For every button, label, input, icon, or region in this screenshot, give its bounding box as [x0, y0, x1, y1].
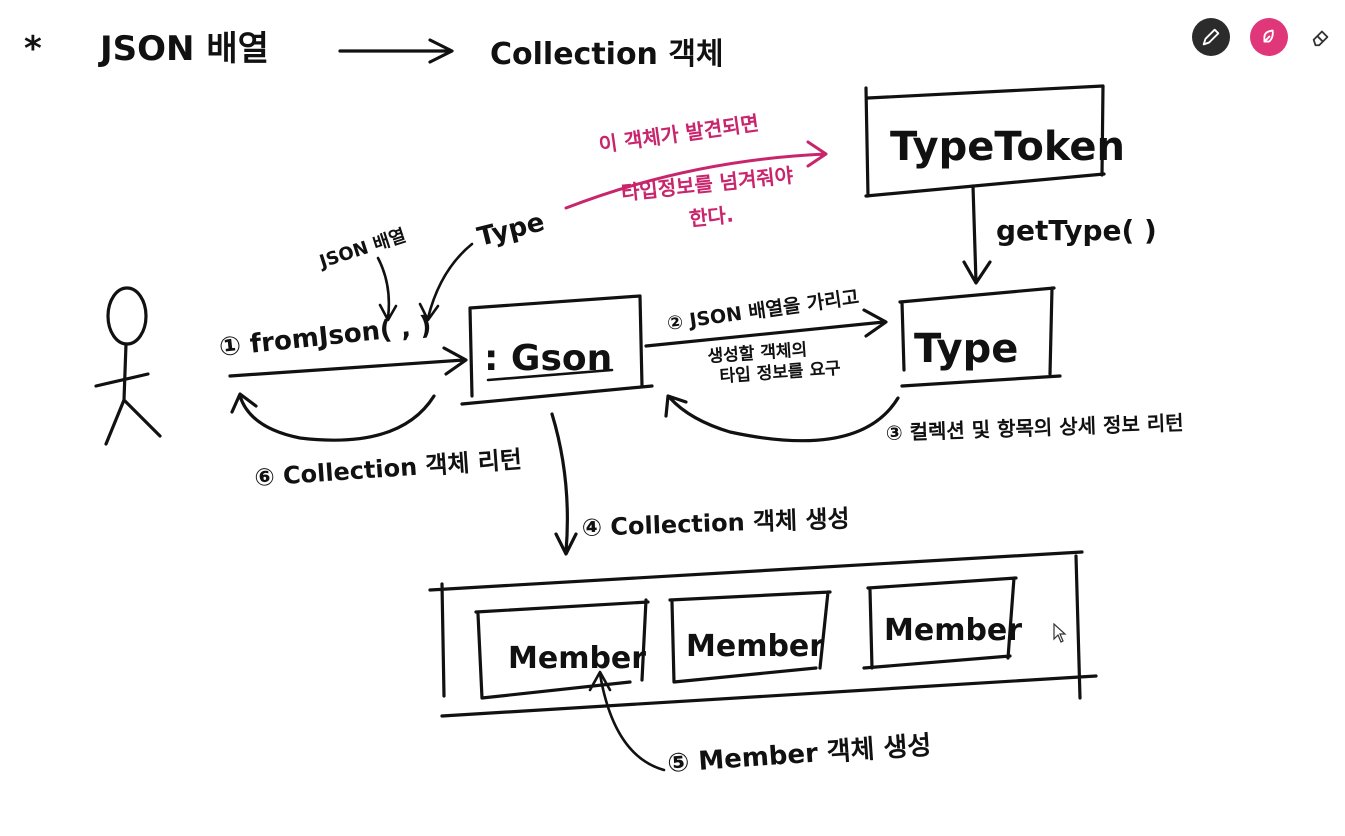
title-arrow [340, 40, 452, 62]
pink-note-line2: 타입정보를 넘겨줘야 [620, 163, 795, 205]
pen-icon [1200, 26, 1222, 48]
step5-label: ⑤ Member 객체 생성 [666, 731, 932, 779]
pink-note-line3: 한다. [688, 202, 735, 231]
step3-return-arrow [666, 396, 898, 441]
eraser-icon [1310, 26, 1332, 48]
type-param-arrow [420, 244, 472, 320]
eraser-tool-button[interactable] [1302, 18, 1340, 56]
gettype-arrow [964, 186, 990, 283]
pink-note-line1: 이 객체가 발견되면 [597, 111, 760, 157]
user-stick-figure [96, 288, 160, 444]
gettype-label: getType( ) [996, 214, 1157, 247]
pen-tool-button[interactable] [1192, 18, 1230, 56]
highlighter-icon [1258, 26, 1280, 48]
drawing-toolbar [1175, 18, 1345, 58]
title-json-array: JSON 배열 [98, 29, 269, 69]
json-array-arrow [378, 258, 396, 320]
gson-label: : Gson [484, 338, 612, 379]
step4-arrow [552, 414, 576, 554]
member-label-2: Member [686, 629, 824, 664]
highlighter-tool-button[interactable] [1250, 18, 1288, 56]
typetoken-label: TypeToken [890, 124, 1125, 170]
title-collection-object: Collection 객체 [490, 37, 724, 72]
mouse-cursor-icon [1053, 623, 1067, 643]
type-label: Type [914, 326, 1018, 372]
type-param-label: Type [474, 207, 547, 253]
step3-label: ③ 컬렉션 및 항목의 상세 정보 리턴 [885, 411, 1184, 445]
title-marker: * [24, 29, 42, 69]
json-array-label: JSON 배열 [315, 225, 408, 273]
member-label-1: Member [508, 641, 646, 676]
step6-return-arrow [232, 394, 434, 440]
step1-label: ① fromJson( , ) [218, 311, 433, 363]
step4-label: ④ Collection 객체 생성 [581, 505, 850, 542]
member-label-3: Member [884, 613, 1022, 648]
step6-label: ⑥ Collection 객체 리턴 [253, 445, 522, 492]
